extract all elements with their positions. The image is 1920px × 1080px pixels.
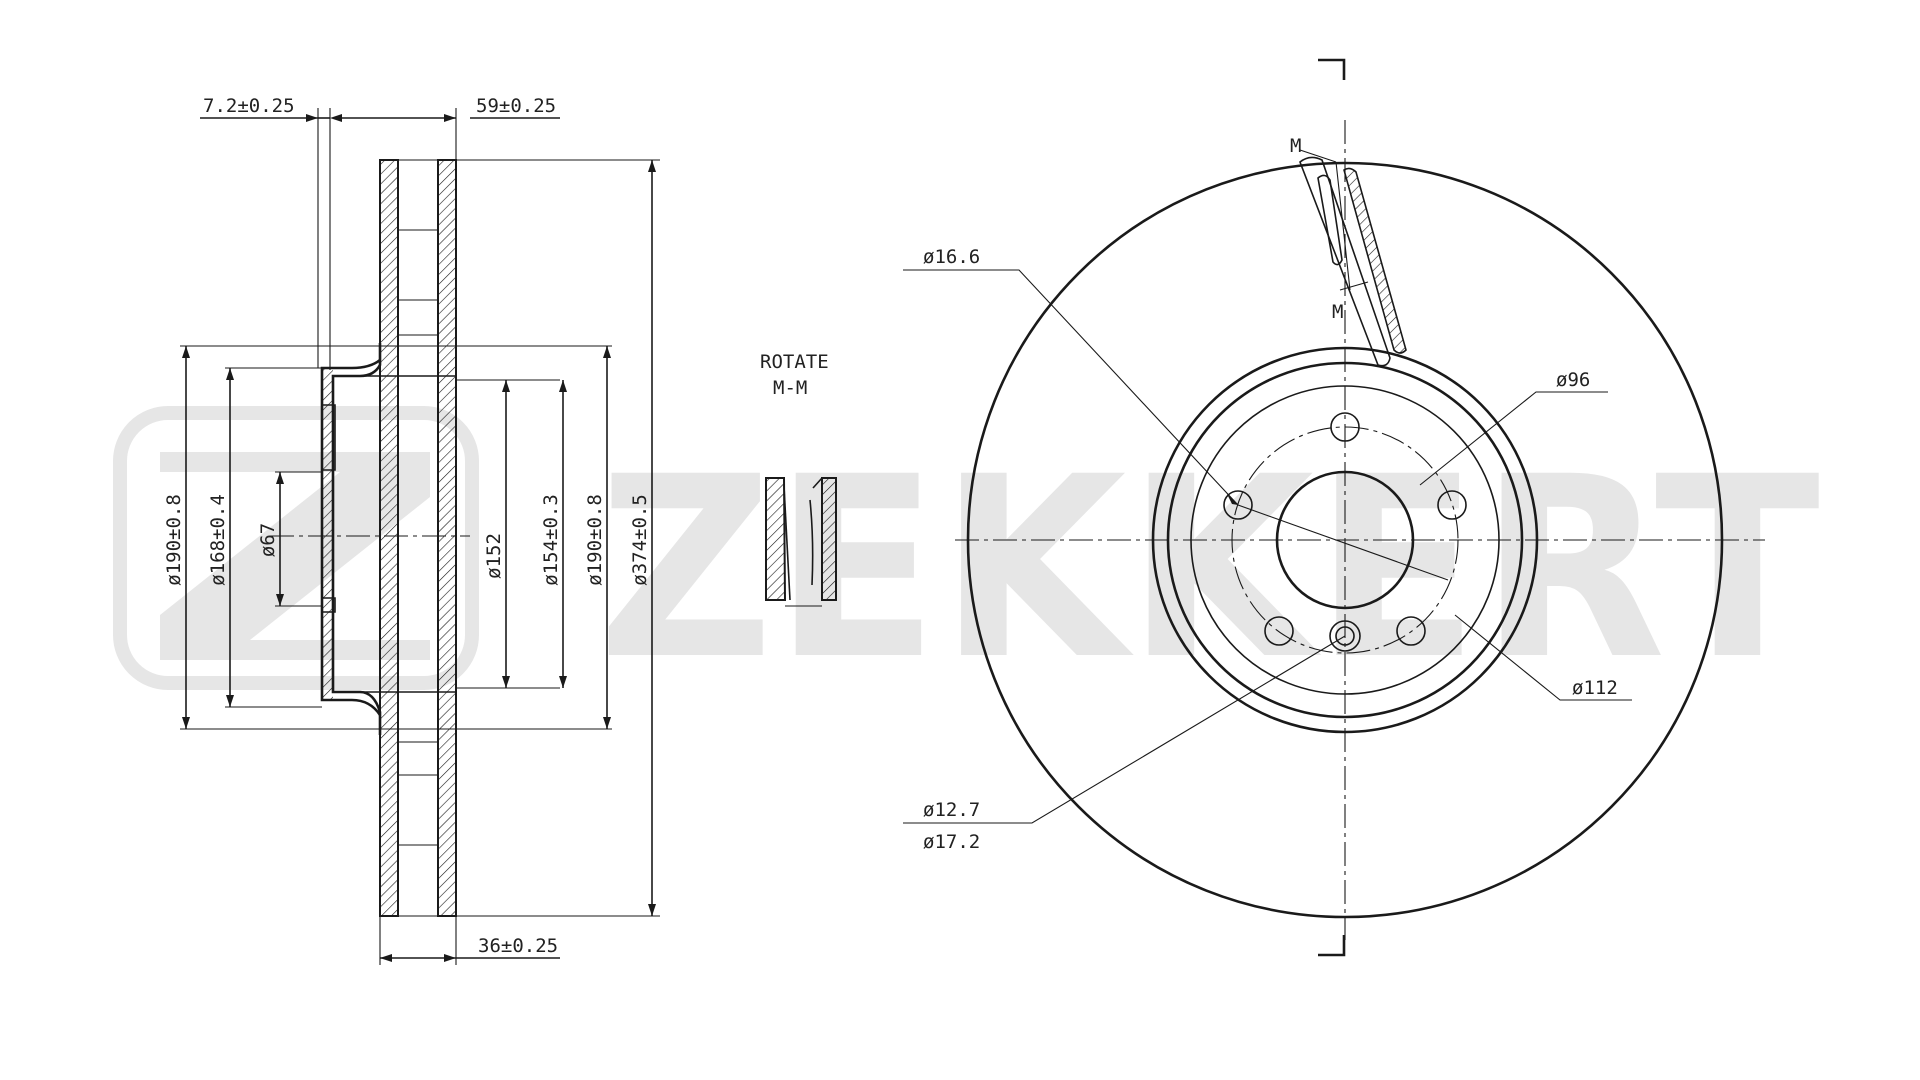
label-pcd-dia: ø112 — [1572, 677, 1618, 699]
dim-bell-od: ø154±0.3 — [540, 494, 562, 586]
inner-friction-plate — [437, 159, 457, 917]
bolt-hole-bottom-right — [1396, 616, 1426, 646]
dim-centre-bore: ø67 — [257, 523, 279, 557]
bolt-hole-top — [1330, 412, 1360, 442]
hat-outer-ring — [1151, 346, 1539, 734]
dim-inner-bell: ø152 — [483, 533, 505, 579]
label-bore-dia: ø96 — [1556, 369, 1590, 391]
dim-hat-od-left: ø190±0.8 — [163, 494, 185, 586]
dim-overall-height: 59±0.25 — [476, 95, 556, 117]
brand-watermark: ZEKKERT — [113, 406, 1820, 714]
section-detail-mm: ROTATE M-M — [760, 351, 837, 607]
section-rotate-label: ROTATE — [760, 351, 829, 373]
logo-frame-icon — [113, 406, 479, 690]
label-screw-dia: ø12.7 — [923, 799, 980, 821]
brand-wordmark: ZEKKERT — [598, 423, 1820, 714]
hat-inner-ring — [1166, 361, 1524, 719]
section-mark-top: M — [1290, 135, 1301, 157]
section-mark-bottom: M — [1332, 301, 1343, 323]
dim-hub-od: ø168±0.4 — [207, 494, 229, 586]
bell-ring — [1190, 385, 1500, 695]
bolt-circle — [1231, 426, 1459, 654]
dim-disc-thickness: 36±0.25 — [478, 935, 558, 957]
bolt-hole-right — [1437, 490, 1467, 520]
bolt-hole-left — [1223, 490, 1253, 520]
dim-disc-od: ø374±0.5 — [629, 494, 651, 586]
disc-outer-circle — [966, 161, 1724, 919]
logo-z-icon — [160, 452, 430, 660]
outer-friction-plate — [379, 159, 399, 917]
side-section-view: 7.2±0.25 59±0.25 36±0.25 ø190±0.8 ø168±0… — [163, 95, 660, 965]
dim-hat-thickness: 7.2±0.25 — [203, 95, 295, 117]
section-mm-label: M-M — [773, 377, 807, 399]
label-bolt-hole-dia: ø16.6 — [923, 246, 980, 268]
front-view: ø16.6 ø96 ø112 ø12.7 ø17.2 M M — [903, 58, 1765, 957]
set-screw-hole — [1329, 620, 1361, 652]
centre-bore-circle — [1275, 470, 1415, 610]
label-screw-head-dia: ø17.2 — [923, 831, 980, 853]
dim-hat-od-right: ø190±0.8 — [584, 494, 606, 586]
bolt-hole-bottom-left — [1264, 616, 1294, 646]
